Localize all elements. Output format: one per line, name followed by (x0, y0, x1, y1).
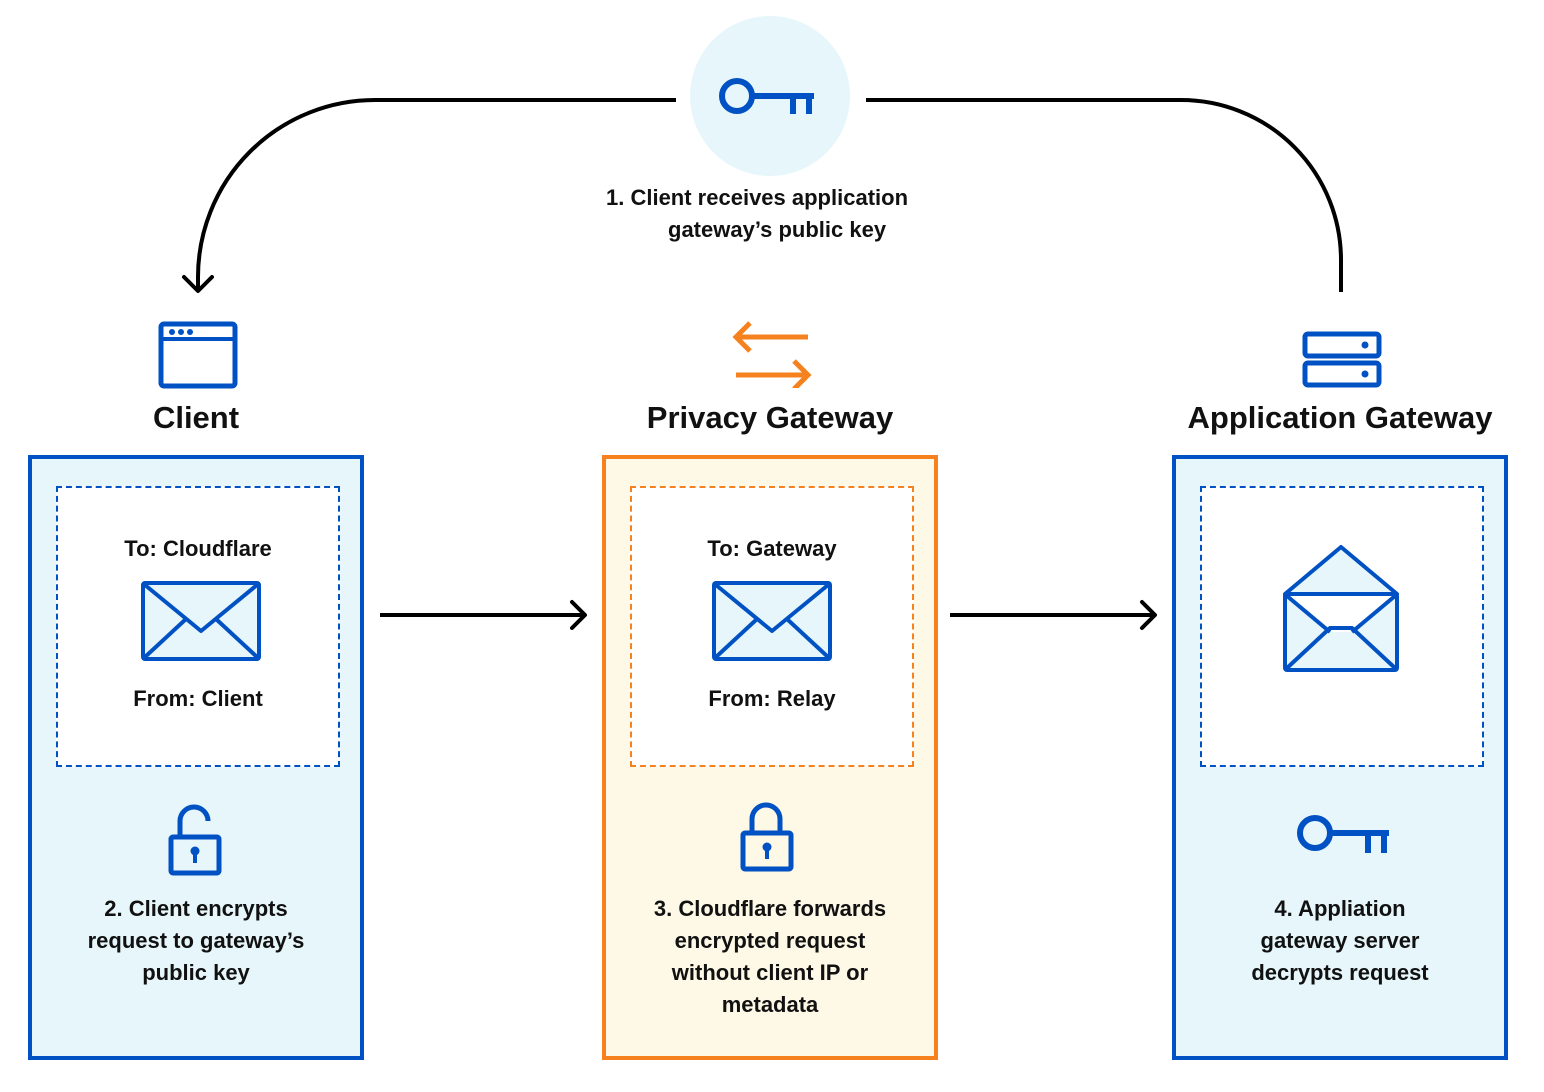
key-icon (719, 78, 814, 114)
public-key-arrow-left-segment (196, 98, 676, 290)
client-to-privacy-arrow-head (570, 600, 587, 630)
client-step-line: 2. Client encrypts (104, 896, 288, 921)
client-panel: To: Cloudflare From: Client 2. Client en… (28, 455, 364, 1060)
client-envelope-card: To: Cloudflare From: Client (56, 486, 340, 767)
privacy-step-line: 3. Cloudflare forwards (653, 896, 887, 921)
privacy-step-line: encrypted request (674, 928, 866, 953)
client-title: Client (152, 400, 240, 435)
app-step-line: decrypts request (1251, 960, 1429, 985)
closed-envelope-icon (141, 581, 261, 661)
privacy-gateway-title: Privacy Gateway (646, 400, 894, 435)
client-envelope-to: To: Cloudflare (124, 536, 272, 561)
locked-padlock-icon (740, 802, 794, 872)
public-key-arrow-head (182, 275, 214, 293)
privacy-step-line: without client IP or (671, 960, 869, 985)
app-step-line: 4. Appliation (1274, 896, 1406, 921)
step-1-label: 1. Client receives application gateway’s… (606, 182, 946, 246)
unlocked-padlock-icon (168, 804, 222, 876)
browser-window-icon (158, 321, 238, 389)
exchange-arrows-icon (732, 321, 812, 388)
closed-envelope-icon (712, 581, 832, 661)
privacy-envelope-to: To: Gateway (707, 536, 837, 561)
privacy-gateway-panel: To: Gateway From: Relay 3. Cloudflare fo… (602, 455, 938, 1060)
application-gateway-panel: 4. Appliation gateway server decrypts re… (1172, 455, 1508, 1060)
app-envelope-card (1200, 486, 1484, 767)
client-envelope-from: From: Client (133, 686, 263, 711)
app-step-4-label: 4. Appliation gateway server decrypts re… (1176, 893, 1504, 989)
app-step-line: gateway server (1260, 928, 1420, 953)
client-step-2-label: 2. Client encrypts request to gateway’s … (32, 893, 360, 989)
privacy-step-3-label: 3. Cloudflare forwards encrypted request… (606, 893, 934, 1021)
key-icon (1297, 815, 1389, 853)
client-step-line: public key (142, 960, 250, 985)
privacy-to-app-arrow-head (1140, 600, 1157, 630)
key-circle (690, 16, 850, 176)
privacy-envelope-card: To: Gateway From: Relay (630, 486, 914, 767)
public-key-return-arrow (866, 98, 1343, 292)
step-1-line-1: 1. Client receives application (606, 185, 909, 210)
step-1-line-2: gateway’s public key (668, 217, 887, 242)
server-icon (1302, 331, 1382, 388)
privacy-step-line: metadata (721, 992, 819, 1017)
open-envelope-icon (1283, 545, 1399, 672)
client-step-line: request to gateway’s (87, 928, 305, 953)
application-gateway-title: Application Gateway (1187, 400, 1493, 435)
privacy-envelope-from: From: Relay (708, 686, 836, 711)
